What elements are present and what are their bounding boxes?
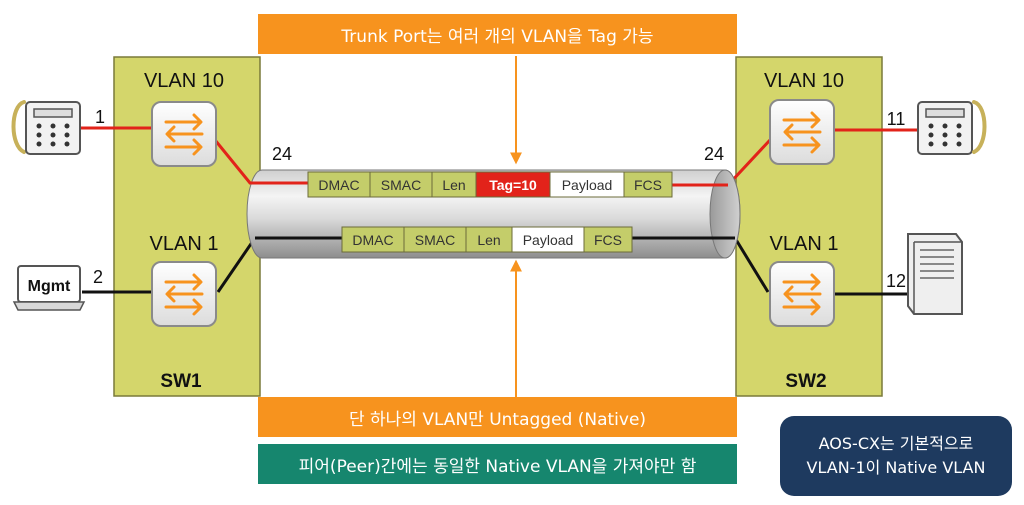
sw1-vlan1-label: VLAN 1 (150, 233, 219, 255)
tagged-field-dmac (307, 171, 371, 198)
server-port-number: 12 (886, 271, 906, 291)
tagged-field-dmac-label: DMAC (318, 177, 359, 193)
sw1-trunk-port-number: 24 (272, 144, 292, 164)
laptop-icon (12, 265, 86, 311)
peer-native-banner: 피어(Peer)간에는 동일한 Native VLAN을 가져야만 함 (258, 444, 737, 484)
tagged-field-fcs (623, 171, 673, 198)
sw1-vlan1-switch-icon (151, 261, 217, 327)
sw2-name: SW2 (785, 371, 826, 392)
native-vlan-banner: 단 하나의 VLAN만 Untagged (Native) (258, 397, 737, 437)
phone-left-port-number: 1 (95, 107, 105, 127)
tagged-field-smac-label: SMAC (381, 177, 421, 193)
aos-cx-note-line1: AOS-CX는 기본적으로 (818, 434, 974, 453)
native-vlan-banner-text: 단 하나의 VLAN만 Untagged (Native) (348, 409, 647, 430)
tagged-field-len-label: Len (442, 177, 465, 193)
untagged-field-fcs (583, 226, 633, 253)
top-banner-text: Trunk Port는 여러 개의 VLAN을 Tag 가능 (341, 26, 654, 47)
sw1-name: SW1 (160, 371, 202, 392)
sw2-vlan1-switch-icon (769, 261, 835, 327)
phone-right-icon (917, 100, 987, 155)
untagged-frame: DMAC SMAC Len Payload FCS (341, 226, 633, 253)
aos-cx-note-line2: VLAN-1이 Native VLAN (806, 458, 986, 477)
untagged-field-dmac (341, 226, 405, 253)
tagged-field-smac (369, 171, 433, 198)
tagged-field-payload (549, 171, 625, 198)
untagged-field-payload (511, 226, 585, 253)
sw2-vlan10-label: VLAN 10 (764, 70, 844, 92)
phone-left-icon (11, 100, 81, 155)
sw2-vlan1-label: VLAN 1 (770, 233, 839, 255)
peer-native-banner-text: 피어(Peer)간에는 동일한 Native VLAN을 가져야만 함 (298, 456, 697, 477)
tagged-field-len (431, 171, 477, 198)
sw2-trunk-port-number: 24 (704, 144, 724, 164)
mgmt-port-number: 2 (93, 267, 103, 287)
aos-cx-note-badge: AOS-CX는 기본적으로 VLAN-1이 Native VLAN (780, 416, 1012, 496)
untagged-field-fcs-label: FCS (594, 232, 622, 248)
tagged-field-tag (475, 171, 551, 198)
untagged-field-smac-label: SMAC (415, 232, 455, 248)
tagged-field-fcs-label: FCS (634, 177, 662, 193)
untagged-field-len-label: Len (477, 232, 500, 248)
server-icon (907, 233, 963, 315)
untagged-field-dmac-label: DMAC (352, 232, 393, 248)
top-banner: Trunk Port는 여러 개의 VLAN을 Tag 가능 (258, 14, 737, 54)
phone-right-port-number: 11 (887, 109, 906, 129)
untagged-field-payload-label: Payload (523, 232, 574, 248)
sw1-vlan10-switch-icon (151, 101, 217, 167)
tagged-field-payload-label: Payload (562, 177, 613, 193)
sw1-vlan10-label: VLAN 10 (144, 70, 224, 92)
untagged-field-smac (403, 226, 467, 253)
tagged-frame: DMAC SMAC Len Tag=10 Payload FCS (307, 171, 673, 198)
tagged-field-tag-label: Tag=10 (489, 177, 537, 193)
sw2-vlan10-switch-icon (769, 99, 835, 165)
mgmt-label: Mgmt (28, 278, 71, 295)
